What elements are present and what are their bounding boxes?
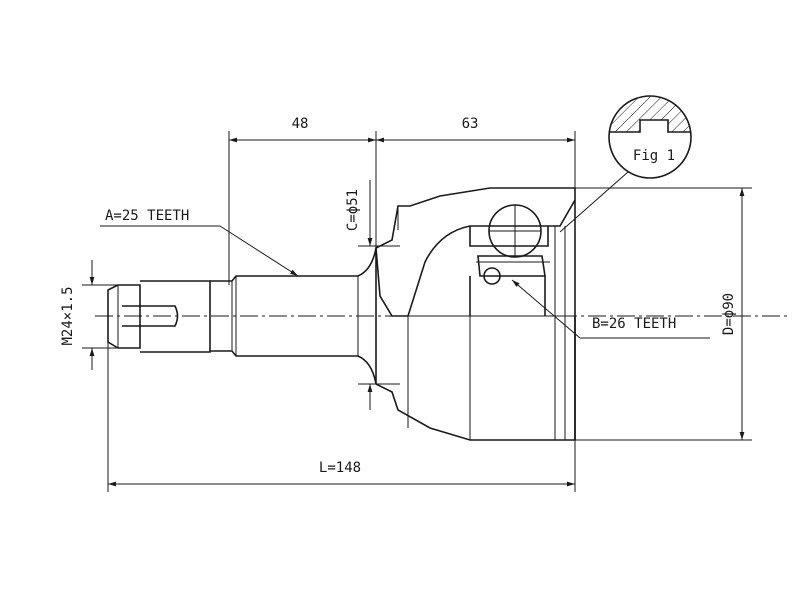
dim-a: A=25 TEETH: [100, 208, 299, 277]
dim-m: M24×1.5: [60, 260, 118, 370]
label-l: L=148: [319, 460, 361, 476]
dim-48: 48: [228, 116, 377, 285]
label-fig-1: Fig 1: [633, 148, 675, 164]
label-63: 63: [462, 116, 479, 132]
label-b: B=26 TEETH: [592, 316, 676, 332]
label-c: C=ϕ51: [345, 189, 361, 231]
bell-housing: [375, 187, 576, 441]
splined-shaft: [210, 247, 377, 385]
inner-race-and-ball: [469, 204, 550, 316]
dim-c: C=ϕ51: [345, 180, 400, 410]
fig-1-circle: [608, 95, 692, 179]
fig-1-detail: Fig 1: [559, 95, 692, 233]
dim-d: D=ϕ90: [575, 187, 752, 441]
dim-l: L=148: [107, 342, 576, 492]
label-m: M24×1.5: [60, 286, 76, 345]
dim-b: B=26 TEETH: [511, 279, 710, 339]
dim-63: 63: [376, 116, 576, 200]
label-48: 48: [292, 116, 309, 132]
label-d: D=ϕ90: [721, 293, 737, 335]
label-a: A=25 TEETH: [105, 208, 189, 224]
